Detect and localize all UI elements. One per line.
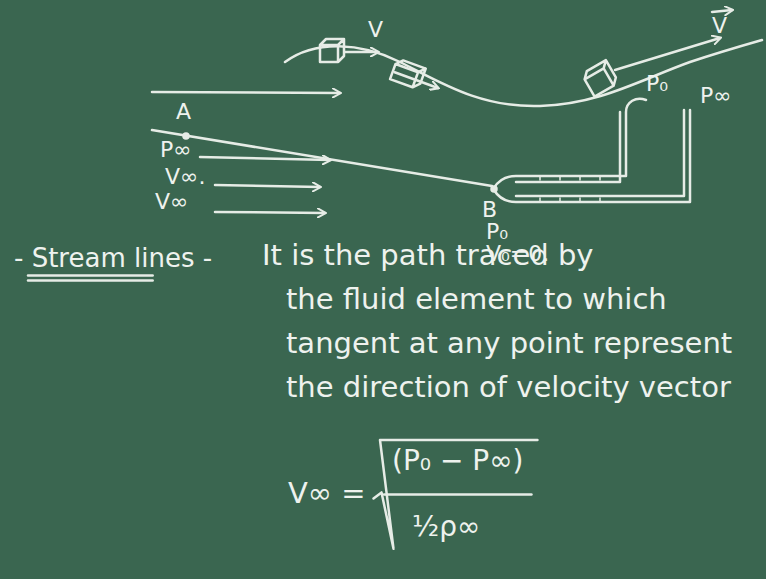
underline: [28, 274, 153, 277]
streamline: [215, 212, 325, 213]
streamline: [152, 92, 340, 93]
square-root: [374, 440, 538, 549]
fraction-bar: [384, 493, 531, 496]
definition-line: tangent at any point represent: [286, 328, 732, 360]
path-line: [285, 40, 762, 106]
heading: - Stream lines -: [14, 244, 212, 273]
formula-lhs: V∞ =: [288, 478, 366, 510]
vector-label: V: [368, 18, 383, 42]
streamline: [200, 157, 330, 160]
vector-bar: [712, 10, 732, 12]
underline: [28, 279, 153, 282]
point-label: B: [482, 198, 497, 222]
fluid-element: [320, 39, 378, 62]
fluid-element: [582, 60, 619, 97]
definition-line: the fluid element to which: [286, 284, 667, 316]
pressure-label: P₀: [646, 72, 668, 96]
fluid-element: [390, 58, 443, 95]
definition-line: It is the path traced by: [262, 240, 594, 272]
velocity-label: V∞.: [165, 165, 205, 189]
definition-line: the direction of velocity vector: [286, 372, 731, 404]
velocity-arrow: [615, 38, 720, 70]
pressure-label: P∞: [160, 138, 192, 162]
point-label: A: [176, 100, 191, 124]
pitot-tube: [494, 99, 690, 202]
point-dot: [492, 187, 497, 192]
streamline: [215, 185, 320, 187]
vector-label: V: [712, 14, 727, 38]
formula-numerator: (P₀ − P∞): [392, 446, 523, 477]
formula-denominator: ½ρ∞: [412, 512, 480, 543]
pressure-label: P∞: [700, 84, 732, 108]
velocity-label: V∞: [155, 190, 188, 214]
